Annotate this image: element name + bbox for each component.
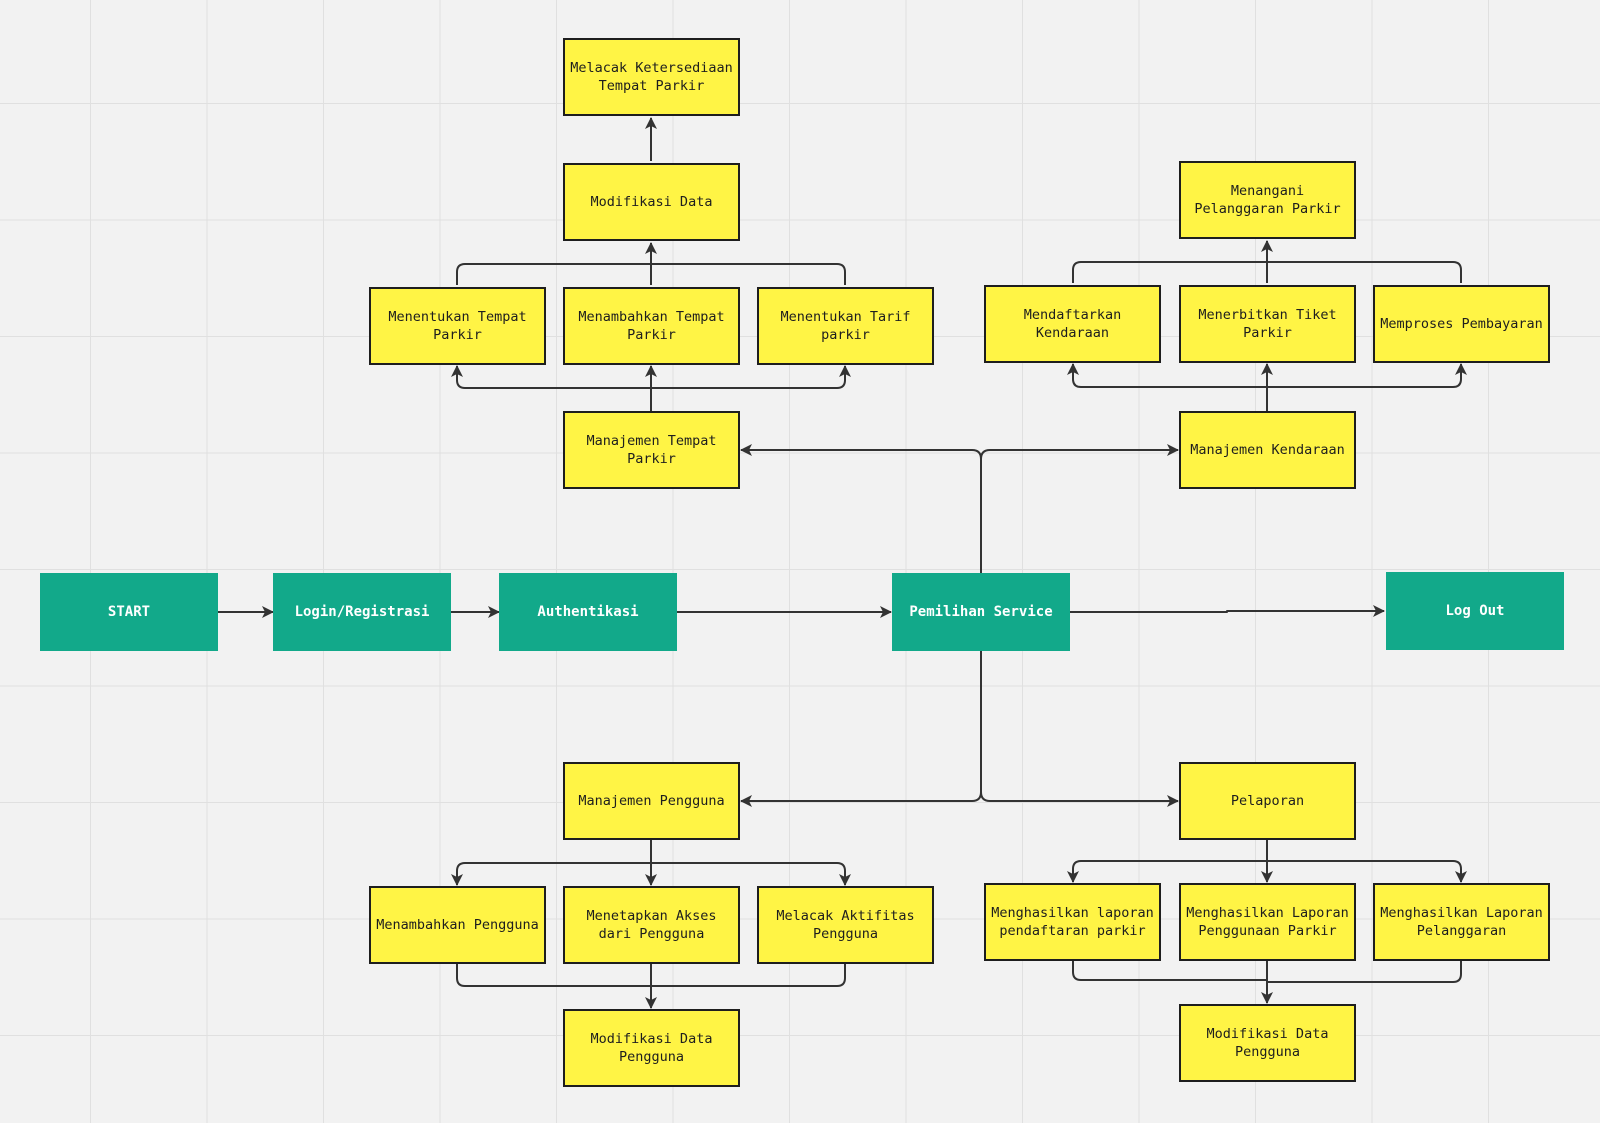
process-payment-label: Memproses Pembayaran (1380, 316, 1543, 332)
track-user-activity-node[interactable]: Melacak Aktifitas Pengguna (757, 886, 934, 964)
logout-label: Log Out (1445, 603, 1505, 619)
modify-user-data-node[interactable]: Modifikasi Data Pengguna (563, 1009, 740, 1087)
connector-rate-modify (651, 263, 846, 285)
start-label: START (107, 604, 151, 620)
user-management-node[interactable]: Manajemen Pengguna (563, 762, 740, 840)
track-user-activity-label: Melacak Aktifitas Pengguna (776, 908, 915, 942)
registration-report-label: Menghasilkan laporan pendaftaran parkir (991, 905, 1154, 939)
connector-user-track (651, 862, 851, 886)
connector-track-modify-user (651, 964, 846, 987)
handle-parking-violation-label: Menangani Pelanggaran Parkir (1194, 183, 1341, 217)
track-parking-availability-node[interactable]: Melacak Ketersediaan Tempat Parkir (563, 38, 740, 116)
report-modify-user-data-label: Modifikasi Data Pengguna (1206, 1026, 1329, 1060)
start-node[interactable]: START (40, 573, 218, 651)
connector-violation-modify (1267, 961, 1462, 983)
parking-management-label: Manajemen Tempat Parkir (586, 433, 717, 467)
authentication-node[interactable]: Authentikasi (499, 573, 677, 651)
connector-payment-violation (1267, 261, 1462, 283)
connector-service-report (980, 651, 1179, 807)
logout-node[interactable]: Log Out (1386, 572, 1564, 650)
connector-user-add (451, 862, 651, 886)
modify-data-node[interactable]: Modifikasi Data (563, 163, 740, 241)
login-registration-label: Login/Registrasi (294, 604, 430, 620)
service-selection-label: Pemilihan Service (909, 604, 1053, 620)
modify-user-data-label: Modifikasi Data Pengguna (590, 1031, 713, 1065)
connector-report-violation (1267, 860, 1467, 883)
add-user-node[interactable]: Menambahkan Pengguna (369, 886, 546, 964)
process-payment-node[interactable]: Memproses Pembayaran (1373, 285, 1550, 363)
modify-data-label: Modifikasi Data (590, 194, 713, 210)
registration-report-node[interactable]: Menghasilkan laporan pendaftaran parkir (984, 883, 1161, 961)
user-management-label: Manajemen Pengguna (578, 793, 725, 809)
vehicle-management-node[interactable]: Manajemen Kendaraan (1179, 411, 1356, 489)
connector-vehicle-payment (1267, 363, 1467, 388)
determine-parking-place-node[interactable]: Menentukan Tempat Parkir (369, 287, 546, 365)
connector-report-registration (1067, 860, 1267, 883)
connector-service-vehicle (980, 444, 1179, 573)
issue-parking-ticket-label: Menerbitkan Tiket Parkir (1198, 307, 1337, 341)
connector-parking-determine (451, 365, 651, 389)
authentication-label: Authentikasi (537, 604, 639, 620)
connector-determine-modify (456, 263, 651, 285)
usage-report-label: Menghasilkan Laporan Penggunaan Parkir (1186, 905, 1349, 939)
connector-service-user (740, 651, 982, 807)
issue-parking-ticket-node[interactable]: Menerbitkan Tiket Parkir (1179, 285, 1356, 363)
add-parking-place-label: Menambahkan Tempat Parkir (578, 309, 725, 343)
report-modify-user-data-node[interactable]: Modifikasi Data Pengguna (1179, 1004, 1356, 1082)
usage-report-node[interactable]: Menghasilkan Laporan Penggunaan Parkir (1179, 883, 1356, 961)
connector-vehicle-register (1067, 363, 1267, 388)
set-user-access-node[interactable]: Menetapkan Akses dari Pengguna (563, 886, 740, 964)
register-vehicle-node[interactable]: Mendaftarkan Kendaraan (984, 285, 1161, 363)
violation-report-label: Menghasilkan Laporan Pelanggaran (1380, 905, 1543, 939)
add-user-label: Menambahkan Pengguna (376, 917, 539, 933)
connector-service-logout (1070, 605, 1385, 617)
connector-add-modify-user (456, 964, 651, 987)
vehicle-management-label: Manajemen Kendaraan (1190, 442, 1345, 458)
reporting-node[interactable]: Pelaporan (1179, 762, 1356, 840)
determine-parking-rate-node[interactable]: Menentukan Tarif parkir (757, 287, 934, 365)
login-registration-node[interactable]: Login/Registrasi (273, 573, 451, 651)
violation-report-node[interactable]: Menghasilkan Laporan Pelanggaran (1373, 883, 1550, 961)
connector-register-violation (1072, 261, 1267, 283)
reporting-label: Pelaporan (1230, 793, 1305, 809)
set-user-access-label: Menetapkan Akses dari Pengguna (586, 908, 717, 942)
connector-parking-rate (651, 365, 851, 389)
determine-parking-place-label: Menentukan Tempat Parkir (388, 309, 527, 343)
service-selection-node[interactable]: Pemilihan Service (892, 573, 1070, 651)
register-vehicle-label: Mendaftarkan Kendaraan (1023, 307, 1122, 341)
connector-service-parking (740, 444, 982, 573)
handle-parking-violation-node[interactable]: Menangani Pelanggaran Parkir (1179, 161, 1356, 239)
track-parking-availability-label: Melacak Ketersediaan Tempat Parkir (570, 60, 733, 94)
parking-management-node[interactable]: Manajemen Tempat Parkir (563, 411, 740, 489)
determine-parking-rate-label: Menentukan Tarif parkir (780, 309, 911, 343)
add-parking-place-node[interactable]: Menambahkan Tempat Parkir (563, 287, 740, 365)
connector-registration-modify (1072, 961, 1267, 981)
